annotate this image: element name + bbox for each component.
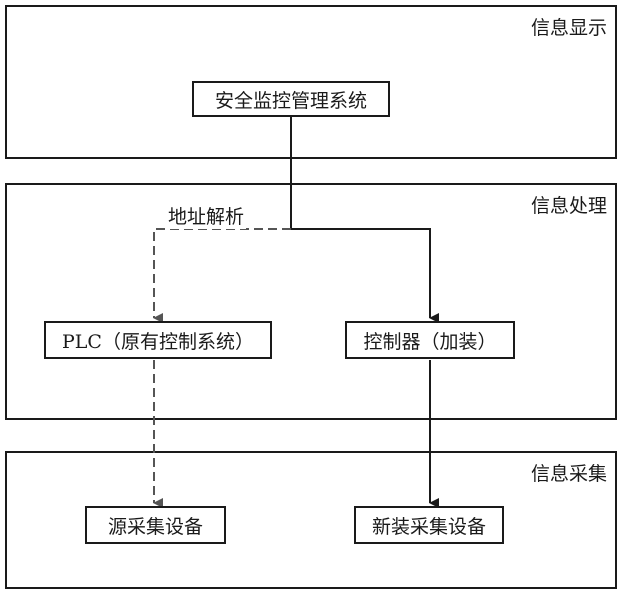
layer-title-display: 信息显示 <box>530 17 607 39</box>
node-new-collection-device: 新装采集设备 <box>354 506 504 544</box>
layer-information-processing: 信息处理 <box>5 183 617 420</box>
layer-title-collection: 信息采集 <box>530 463 607 485</box>
node-safety-monitoring-system: 安全监控管理系统 <box>192 81 390 117</box>
node-source-collection-device: 源采集设备 <box>85 506 226 544</box>
node-plc-original-control-system: PLC（原有控制系统） <box>44 321 272 359</box>
connector-to-controller <box>291 228 439 323</box>
layer-title-processing: 信息处理 <box>530 195 607 217</box>
label-address-parsing: 地址解析 <box>166 202 247 229</box>
node-controller-added: 控制器（加装） <box>345 321 515 359</box>
connector-to-plc <box>153 228 291 323</box>
